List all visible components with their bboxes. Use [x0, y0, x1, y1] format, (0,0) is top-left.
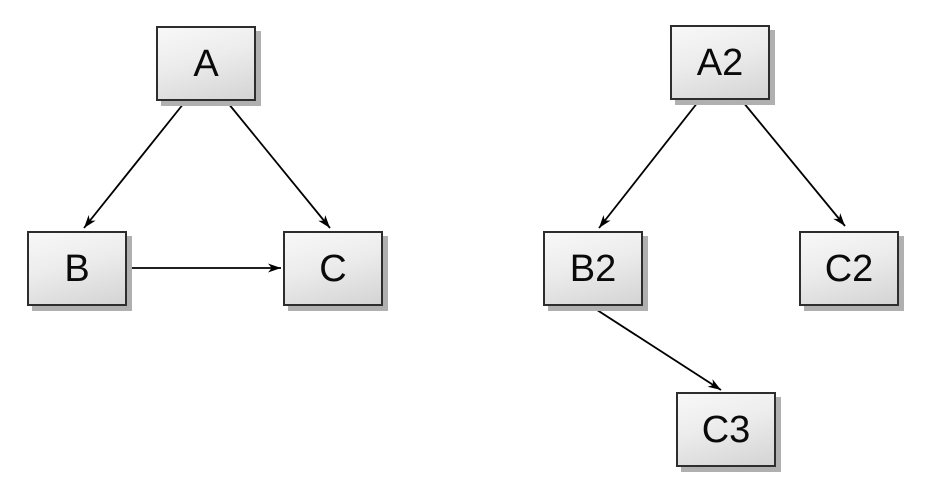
node-b[interactable]: B: [27, 231, 127, 306]
node-c3-label: C3: [701, 408, 751, 451]
edge-a2-to-b2: [598, 101, 699, 229]
node-a2-label: A2: [696, 41, 744, 84]
node-c3[interactable]: C3: [676, 392, 776, 467]
node-b-label: B: [64, 247, 90, 290]
node-a-label: A: [193, 42, 219, 85]
node-b2[interactable]: B2: [543, 231, 643, 306]
node-a2[interactable]: A2: [670, 25, 770, 100]
node-c-label: C: [319, 247, 347, 290]
edge-a2-to-c2: [742, 101, 846, 227]
edge-a-to-b: [83, 102, 185, 229]
node-c2[interactable]: C2: [799, 231, 899, 306]
node-b2-label: B2: [569, 247, 617, 290]
node-a[interactable]: A: [156, 26, 256, 101]
edge-a-to-c: [227, 102, 331, 229]
node-c[interactable]: C: [283, 231, 383, 306]
edge-b2-to-c3: [593, 307, 722, 391]
node-c2-label: C2: [824, 247, 874, 290]
